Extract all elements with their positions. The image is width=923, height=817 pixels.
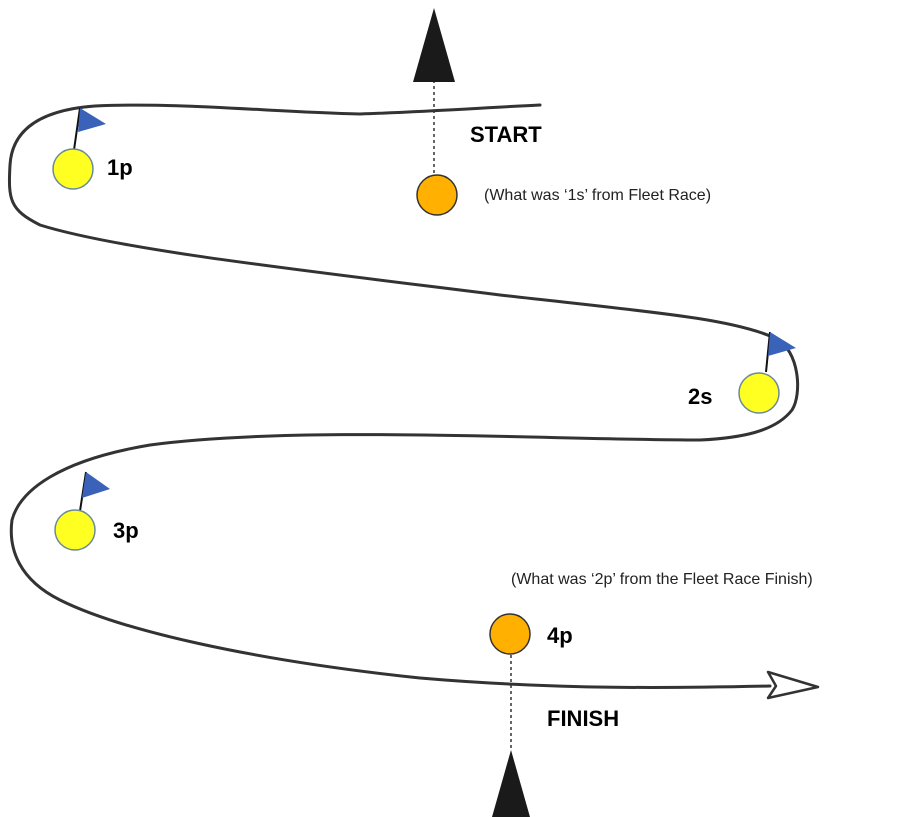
finish-label: FINISH bbox=[547, 706, 619, 731]
mark-1p bbox=[52, 107, 106, 190]
mark-label-3p: 3p bbox=[113, 518, 139, 543]
start-mark-buoy-orange bbox=[416, 174, 458, 216]
course-path bbox=[8, 103, 800, 690]
mark-label-1p: 1p bbox=[107, 155, 133, 180]
mark-buoy-yellow bbox=[738, 372, 780, 414]
flag-icon bbox=[768, 332, 796, 356]
start-line-marker-icon bbox=[413, 8, 455, 82]
mark-label-4p: 4p bbox=[547, 623, 573, 648]
mark-2s bbox=[738, 331, 796, 414]
mark-3p bbox=[54, 471, 110, 551]
start-note: (What was ‘1s’ from Fleet Race) bbox=[484, 187, 711, 204]
flag-pole bbox=[73, 107, 81, 151]
finish-mark-buoy-orange bbox=[489, 613, 531, 655]
flag-icon bbox=[78, 108, 106, 132]
flag-icon bbox=[82, 472, 110, 498]
mark-buoy-yellow bbox=[52, 148, 94, 190]
mark-label-2s: 2s bbox=[688, 384, 712, 409]
finish-arrowhead-icon bbox=[766, 670, 820, 700]
start-label: START bbox=[470, 122, 542, 147]
finish-line-marker-icon bbox=[492, 750, 530, 817]
finish-note: (What was ‘2p’ from the Fleet Race Finis… bbox=[511, 571, 813, 588]
flag-pole bbox=[765, 331, 771, 373]
mark-buoy-yellow bbox=[54, 509, 96, 551]
